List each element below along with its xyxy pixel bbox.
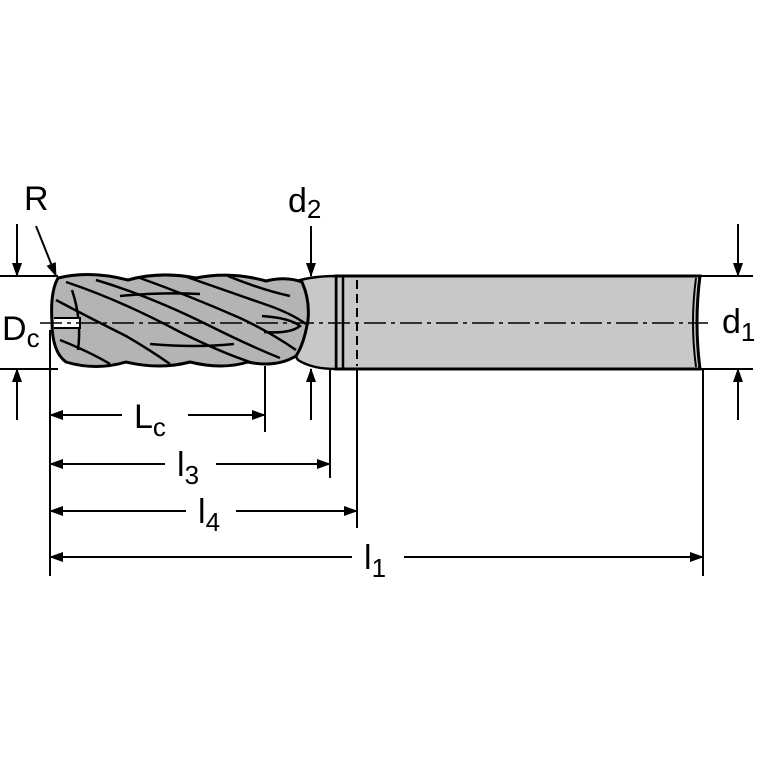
length-dimension-lines: [49, 410, 704, 562]
r-leader-arrow: [35, 225, 57, 277]
l3-label: l3: [177, 446, 199, 490]
l1-label: l1: [364, 539, 386, 583]
neck-dia-label: d2: [288, 182, 321, 224]
diameter-arrows: [12, 224, 743, 420]
shank-dia-label: d1: [722, 303, 755, 347]
l4-label: l4: [198, 493, 220, 537]
radius-label: R: [24, 180, 49, 218]
cutting-head: [50, 272, 310, 368]
cut-length-label: Lc: [134, 398, 166, 442]
cut-dia-label: Dc: [2, 310, 40, 353]
